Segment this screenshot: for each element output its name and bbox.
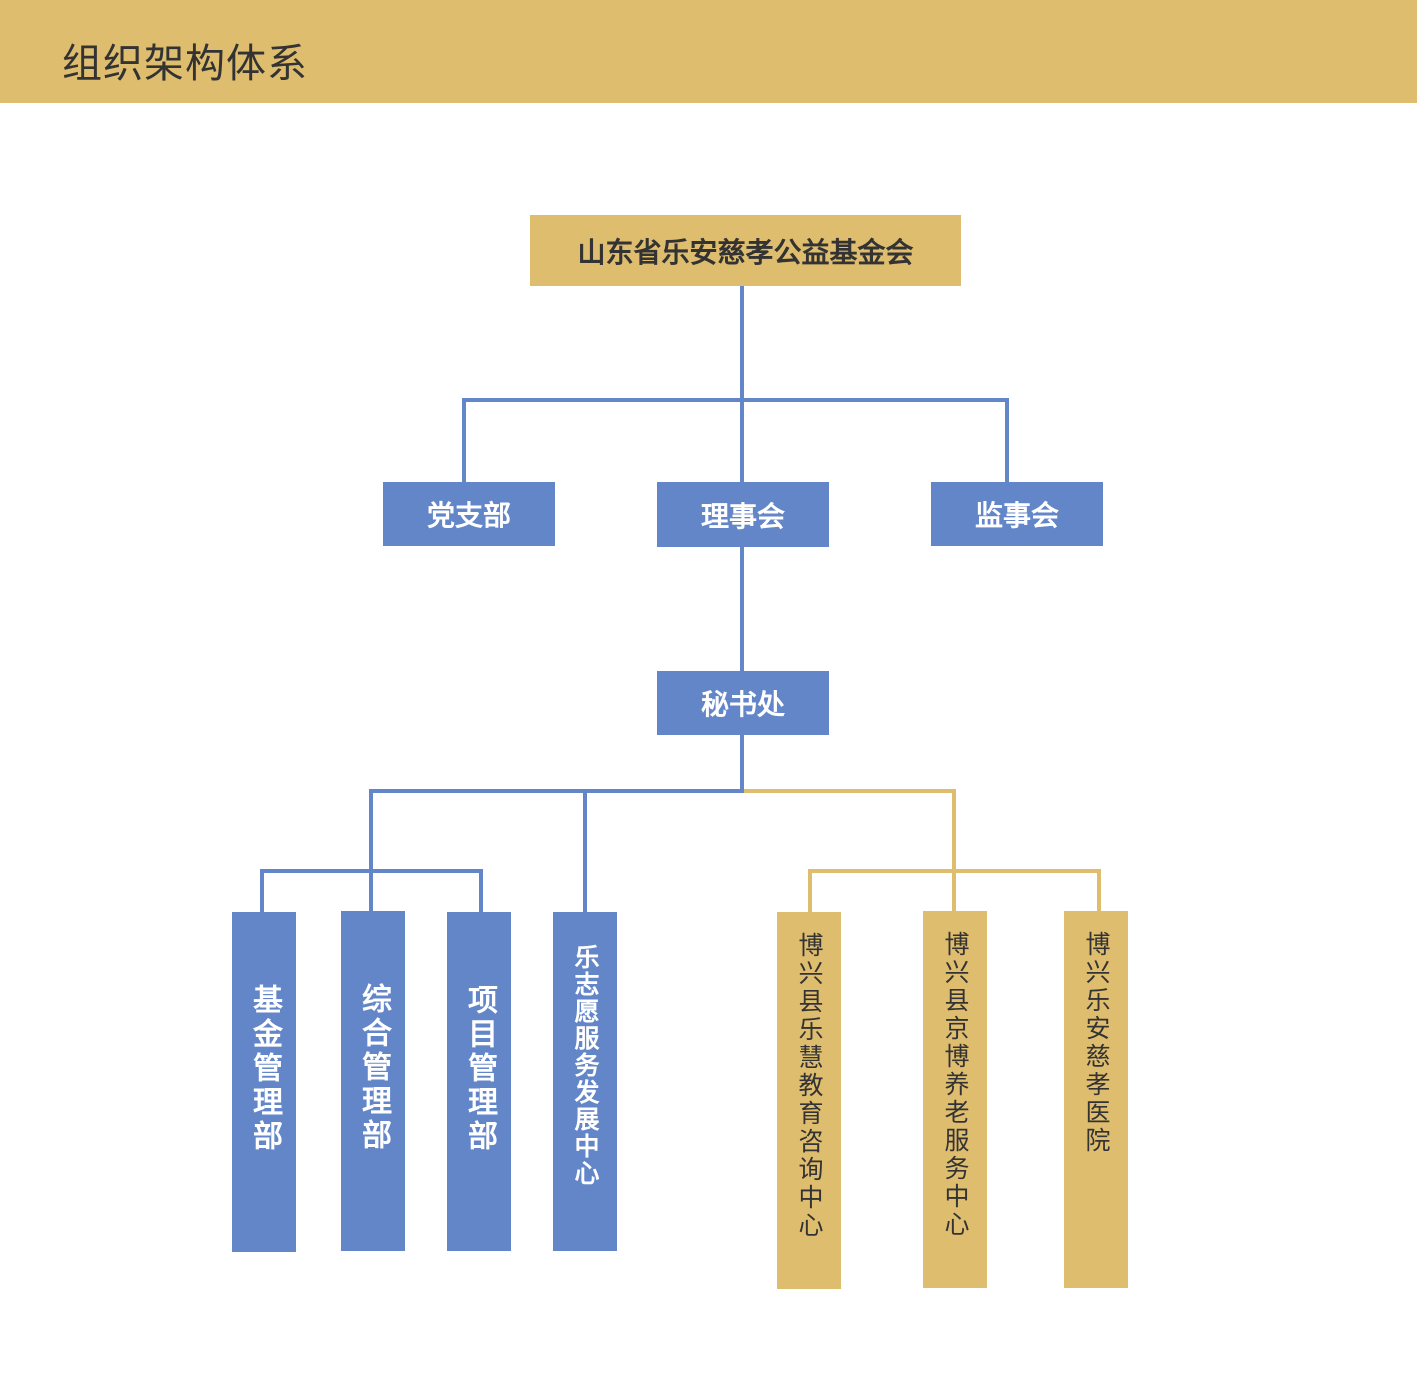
org-node-hospital: 博兴乐安慈孝医院 <box>1064 911 1128 1288</box>
org-node-fund-management: 基金管理部 <box>232 912 296 1252</box>
page-title: 组织架构体系 <box>62 41 308 87</box>
org-node-label: 项目管理部 <box>462 984 497 1154</box>
org-node-elderly-care-center: 博兴县京博养老服务中心 <box>923 911 987 1288</box>
org-node-label: 博兴县京博养老服务中心 <box>941 931 970 1239</box>
connector-dept-bar <box>260 869 483 912</box>
org-node-label: 秘书处 <box>700 688 785 721</box>
connector-secretariat-right <box>744 789 956 911</box>
org-node-secretariat: 秘书处 <box>657 671 829 735</box>
org-root-foundation: 山东省乐安慈孝公益基金会 <box>530 215 961 286</box>
org-node-label: 博兴县乐慧教育咨询中心 <box>795 932 824 1240</box>
org-node-volunteer-center: 乐志愿服务发展中心 <box>553 912 617 1251</box>
connector-affiliate-bar <box>808 869 1101 912</box>
connector-secretariat-left <box>369 735 744 911</box>
org-node-general-management: 综合管理部 <box>341 911 405 1251</box>
org-node-label: 乐志愿服务发展中心 <box>571 944 600 1187</box>
org-node-label: 基金管理部 <box>247 984 282 1154</box>
org-node-party-branch: 党支部 <box>383 482 555 546</box>
org-node-project-management: 项目管理部 <box>447 912 511 1251</box>
org-node-education-consulting-center: 博兴县乐慧教育咨询中心 <box>777 912 841 1289</box>
org-node-label: 理事会 <box>700 499 785 533</box>
org-root-label: 山东省乐安慈孝公益基金会 <box>577 235 914 269</box>
org-node-label: 博兴乐安慈孝医院 <box>1082 931 1111 1155</box>
org-node-label: 监事会 <box>974 499 1059 532</box>
page-header: 组织架构体系 <box>0 0 1417 103</box>
org-node-label: 综合管理部 <box>356 983 391 1153</box>
org-node-label: 党支部 <box>426 499 511 532</box>
connector-level2-bar <box>462 398 1009 482</box>
org-node-board: 理事会 <box>657 482 829 547</box>
org-node-supervisory-board: 监事会 <box>931 482 1103 546</box>
